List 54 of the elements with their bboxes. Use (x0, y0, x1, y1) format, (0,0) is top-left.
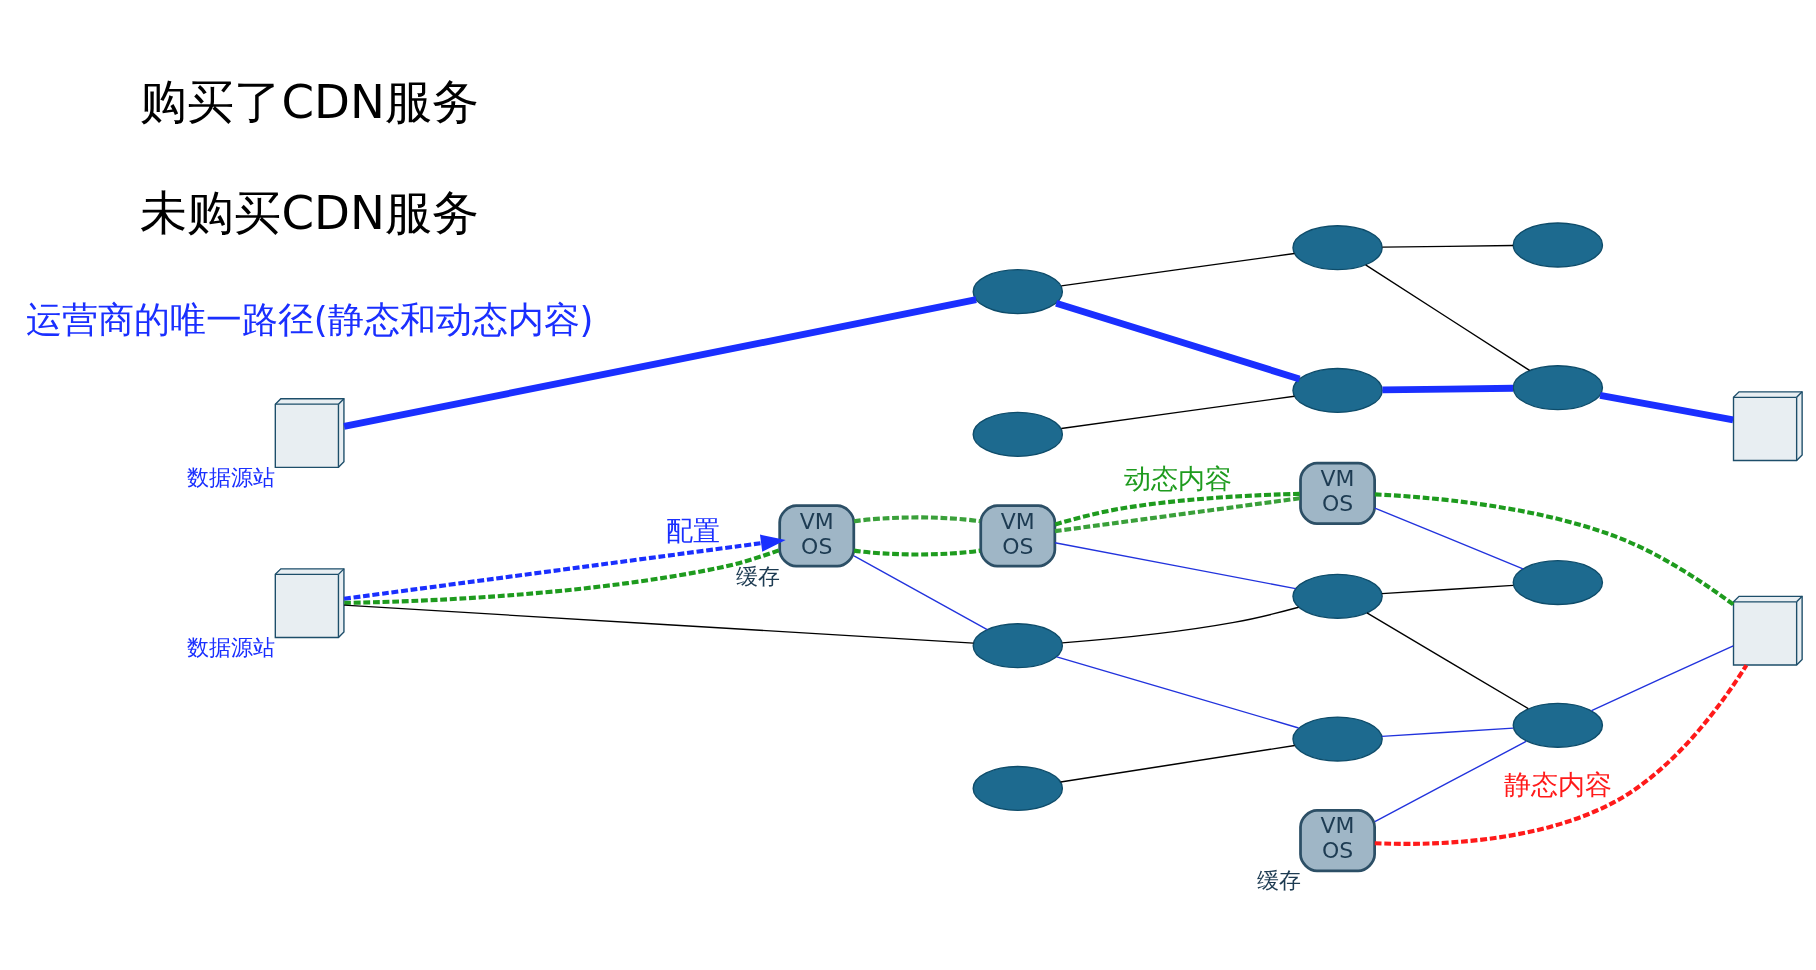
connector (1381, 584, 1514, 594)
node-label: 缓存 (1256, 867, 1301, 893)
label: 未购买CDN服务 (140, 185, 479, 240)
node-cylinder (1292, 573, 1383, 619)
node-cylinder (972, 765, 1064, 811)
connector (1059, 744, 1296, 783)
node-cylinder (1292, 367, 1383, 413)
node-cylinder (1512, 364, 1604, 410)
connector (1054, 491, 1301, 526)
connector (1381, 244, 1514, 248)
label: 购买了CDN服务 (140, 74, 479, 129)
node-box: VM OS (979, 503, 1057, 567)
edge-label: 静态内容 (1503, 768, 1612, 800)
node-cylinder (972, 411, 1064, 457)
connector (343, 604, 975, 644)
connector (1054, 495, 1301, 533)
node-cylinder (1292, 715, 1383, 762)
connector (1374, 740, 1527, 822)
connector (1381, 726, 1514, 737)
connector (1054, 541, 1297, 589)
node-box: VM OS (778, 503, 856, 567)
connector (1060, 252, 1296, 286)
node-label: 数据源站 (187, 464, 276, 490)
node-cylinder (1512, 559, 1604, 605)
connector (343, 295, 977, 430)
edge-label: 动态内容 (1123, 462, 1232, 494)
connector (1382, 384, 1514, 393)
connector (1590, 644, 1734, 711)
connector (1374, 663, 1749, 846)
connector (853, 554, 988, 630)
connector (1366, 611, 1529, 709)
node-cylinder (972, 268, 1064, 314)
connector (1374, 491, 1735, 606)
node-box: VM OS (1299, 461, 1376, 525)
connector (853, 548, 981, 556)
label: 运营商的唯一路径(静态和动态内容) (25, 298, 594, 340)
node-cylinder (972, 622, 1064, 668)
connector (344, 547, 781, 605)
arrow (343, 534, 786, 601)
node-box: VM OS (1299, 808, 1376, 872)
node-label: 数据源站 (187, 634, 276, 660)
connector (1055, 299, 1301, 382)
connector (1599, 391, 1734, 423)
connector (1056, 655, 1300, 729)
connector (1061, 606, 1300, 644)
node-label: 缓存 (735, 563, 780, 589)
connector (1374, 506, 1524, 570)
node-cylinder (1512, 221, 1604, 268)
node-cylinder (1292, 224, 1383, 270)
edge-label: 配置 (665, 514, 720, 546)
connector (853, 514, 981, 523)
connector (1364, 263, 1531, 371)
connector (1060, 395, 1296, 429)
node-cylinder (1512, 702, 1604, 748)
